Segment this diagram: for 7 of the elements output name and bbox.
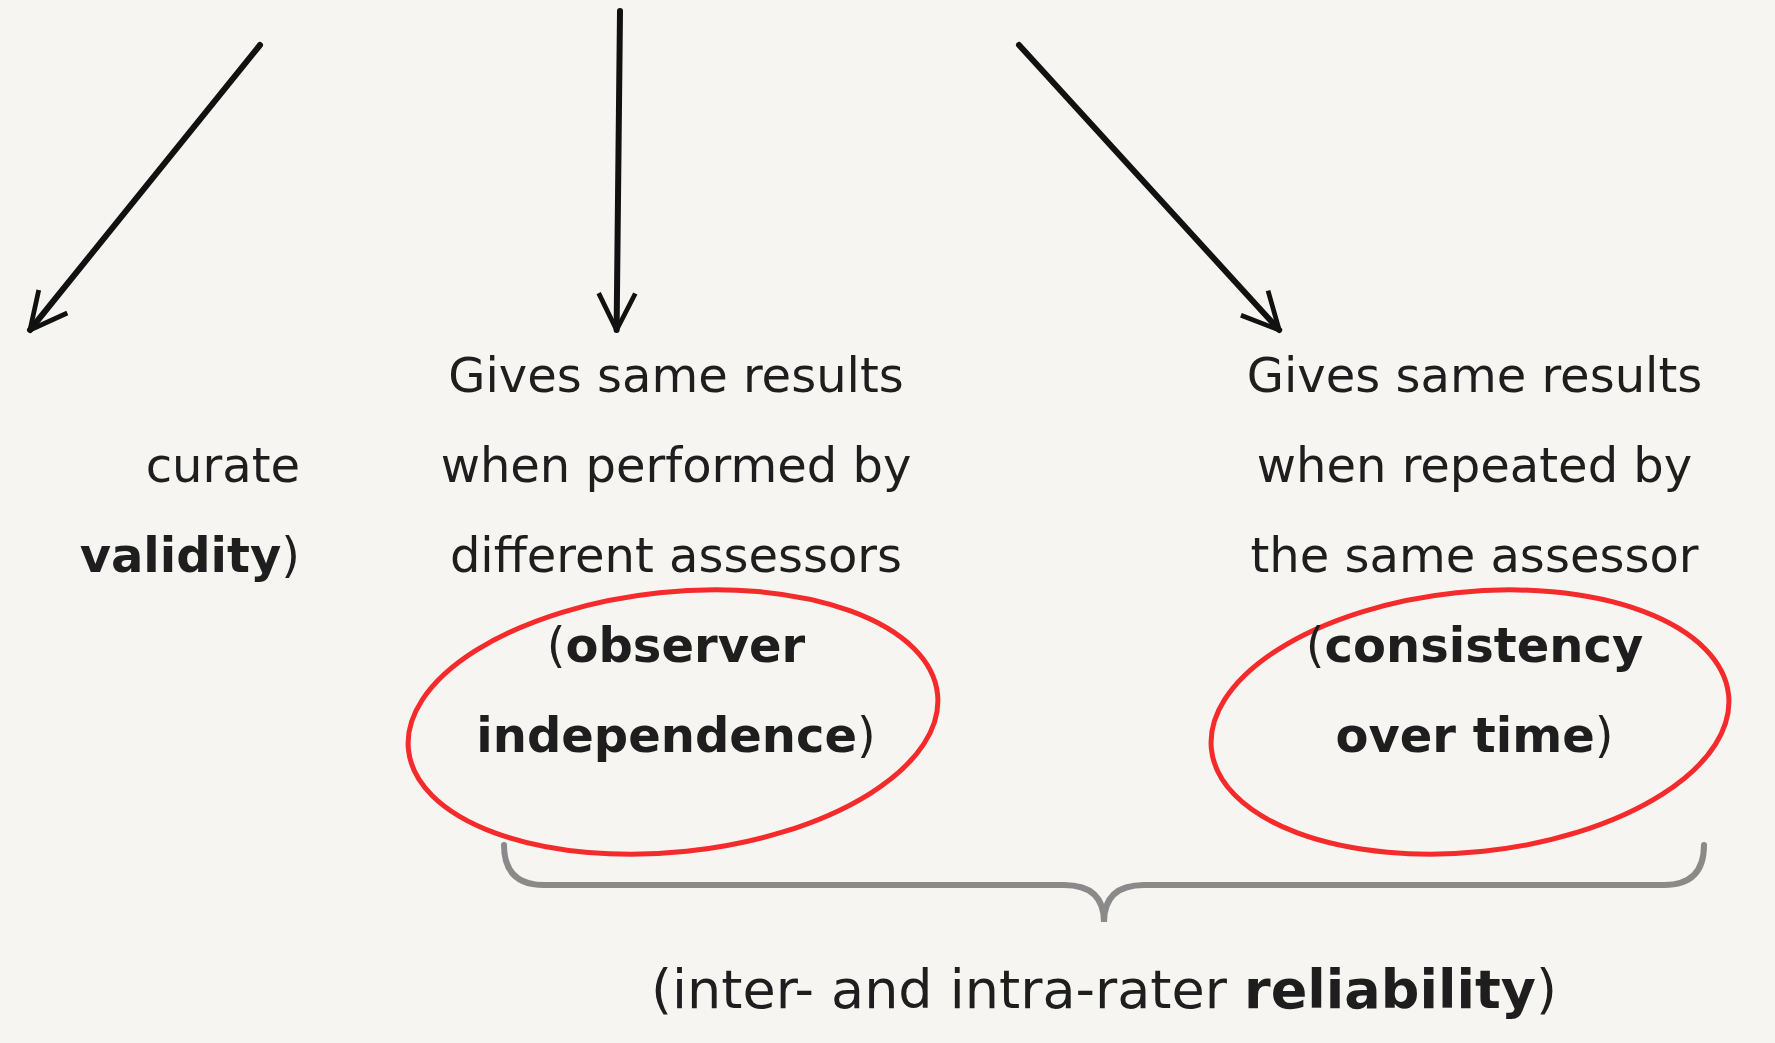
description-text: Gives same results when repeated by the same assessor (consistency over time) (1242, 330, 1707, 780)
arrow (27, 42, 263, 333)
description-text: curate validity) (0, 330, 300, 600)
description-text: Gives same results when performed by different assessors (observer independence) (406, 330, 946, 780)
arrow (596, 8, 638, 333)
bracket-caption: (inter- and intra-rater reliability) (650, 957, 1558, 1023)
arrow (1016, 42, 1283, 333)
